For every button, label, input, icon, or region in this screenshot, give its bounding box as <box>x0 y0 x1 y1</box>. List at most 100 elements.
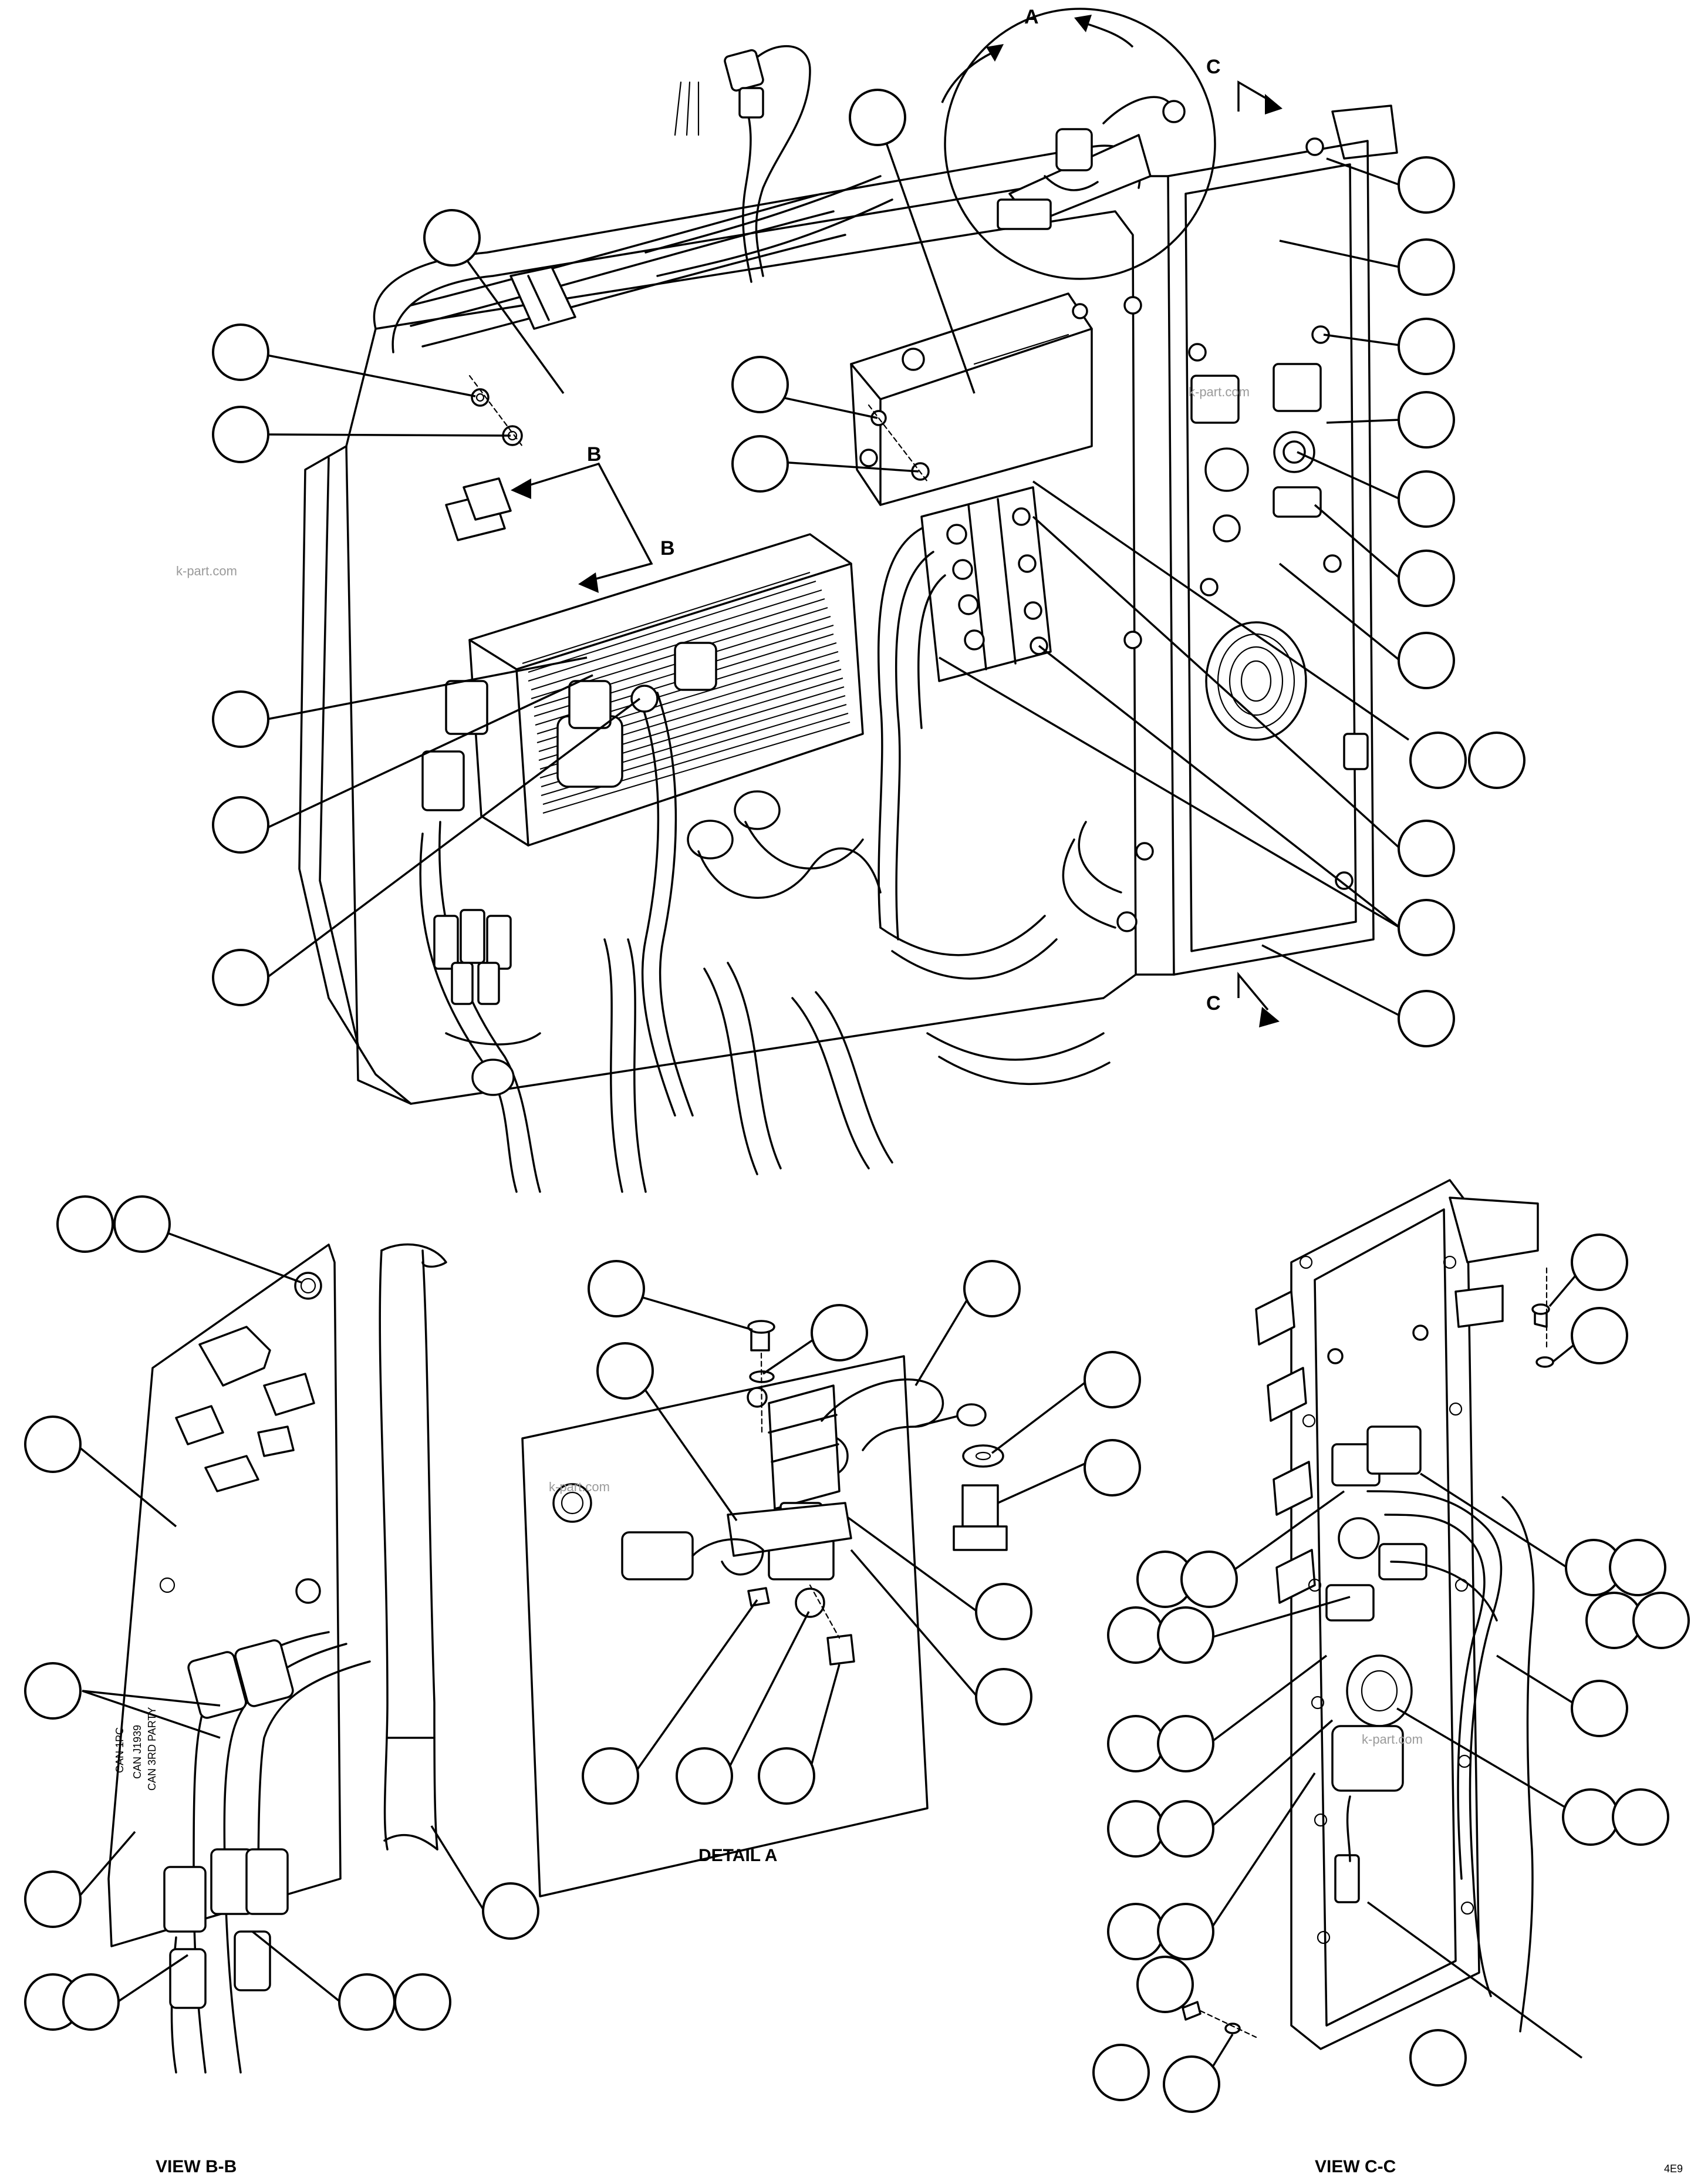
callout-circle <box>1107 1606 1165 1664</box>
callout-circle <box>1398 470 1455 528</box>
callout-circle <box>1632 1592 1690 1649</box>
callout-circle <box>1157 1606 1214 1664</box>
callout-circle <box>423 209 481 267</box>
callout-circle <box>1084 1439 1141 1497</box>
callout-circle <box>56 1195 114 1253</box>
callout-circle <box>1136 1956 1194 2013</box>
callout-circle <box>1092 2044 1150 2101</box>
svg-text:C: C <box>1206 992 1221 1015</box>
callout-circle <box>975 1668 1032 1725</box>
callout-circle <box>1468 732 1526 789</box>
callout-circle <box>1084 1351 1141 1408</box>
callout-circle <box>1398 391 1455 449</box>
callout-circle <box>212 406 269 463</box>
connector-panel <box>1135 105 1398 976</box>
callout-circle <box>1571 1307 1628 1364</box>
callout-circle <box>1409 2029 1467 2087</box>
callout-circle <box>975 1583 1032 1640</box>
callout-circle <box>1612 1788 1669 1846</box>
detail-a-bubble <box>944 8 1216 280</box>
callout-circle <box>1571 1680 1628 1737</box>
callout-circle <box>963 1260 1021 1317</box>
watermark: k-part.com <box>1189 385 1250 399</box>
view-c-frame <box>1290 1179 1480 2050</box>
callout-circle <box>676 1747 733 1805</box>
callout-circle <box>1163 2055 1220 2113</box>
connector-bundle-left <box>433 909 512 1005</box>
watermark: k-part.com <box>549 1479 610 1494</box>
label-can-1pc: CAN 1PC <box>114 1727 126 1773</box>
callout-circle <box>1398 632 1455 689</box>
callout-circle <box>482 1882 539 1940</box>
callout-circle <box>113 1195 171 1253</box>
callout-circle <box>62 1973 120 2031</box>
callout-circle <box>1398 990 1455 1047</box>
caption-detail-a: DETAIL A <box>698 1846 777 1865</box>
caption-view-c: VIEW C-C <box>1315 2157 1396 2176</box>
view-b-callouts <box>24 1195 539 2031</box>
view-c-c: k-part.com <box>1182 1179 1554 2050</box>
callout-circle <box>731 435 789 493</box>
callout-circle <box>1107 1715 1165 1772</box>
view-b-plate <box>107 1243 342 1947</box>
main-assembly-view: A B B C C k-part.com k-part.com <box>176 6 1398 1193</box>
callout-circle <box>596 1342 654 1400</box>
callout-circle <box>338 1973 396 2031</box>
svg-text:C: C <box>1206 56 1221 78</box>
left-side-bracket <box>298 445 412 1105</box>
main-leaders <box>266 126 1409 1017</box>
callout-circle <box>1571 1233 1628 1291</box>
detail-a-view: k-part.com <box>521 1320 1008 1897</box>
callout-circle <box>212 796 269 854</box>
callout-circle <box>1398 550 1455 607</box>
detail-a-plate <box>521 1355 929 1897</box>
callout-circle <box>811 1304 868 1361</box>
callout-circle <box>1562 1788 1619 1846</box>
view-b-connectors <box>163 1639 294 2009</box>
svg-text:A: A <box>1024 6 1039 28</box>
callout-circle <box>1409 732 1467 789</box>
sensor-harness-loop <box>744 45 811 277</box>
label-can-j1939: CAN J1939 <box>131 1725 143 1779</box>
callout-circle <box>1157 1800 1214 1858</box>
callout-circle <box>212 690 269 748</box>
view-c-holes <box>1299 1255 1474 1944</box>
callout-circle <box>1398 238 1455 296</box>
callout-circle <box>1398 820 1455 877</box>
section-marker-c: C C <box>1206 56 1283 1027</box>
callout-circle <box>24 1415 82 1473</box>
section-marker-a: A <box>941 6 1134 103</box>
view-b-b: CAN 1PC CAN J1939 CAN 3RD PARTY <box>107 1243 447 2074</box>
motor-controller <box>421 533 864 847</box>
callout-circle <box>1398 899 1455 956</box>
section-marker-b: B B <box>511 443 675 593</box>
callout-circle <box>1157 1903 1214 1960</box>
callout-circle <box>394 1973 451 2031</box>
view-b-label-strip: CAN 1PC CAN J1939 CAN 3RD PARTY <box>114 1707 158 1791</box>
callout-circle <box>1107 1903 1165 1960</box>
detail-a-callouts <box>582 1260 1141 1805</box>
callout-circle <box>24 1870 82 1928</box>
callout-circle <box>24 1662 82 1720</box>
callout-circle <box>582 1747 639 1805</box>
view-b-leaders <box>78 1232 485 2003</box>
view-c-callouts <box>1092 1233 1690 2113</box>
svg-text:B: B <box>660 537 675 560</box>
callout-circle <box>1609 1539 1666 1596</box>
label-can-3rd-party: CAN 3RD PARTY <box>146 1707 158 1791</box>
fuse-terminal-block <box>920 486 1052 682</box>
callout-circle <box>1398 156 1455 214</box>
speaker-grille <box>1205 621 1307 741</box>
detail-a-leaders <box>633 1296 1090 1771</box>
watermark: k-part.com <box>176 564 237 578</box>
svg-text:B: B <box>587 443 602 466</box>
sheet-code: 4E9 <box>1664 2163 1683 2175</box>
callout-circle <box>212 323 269 381</box>
view-c-connectors <box>1325 1425 1427 1903</box>
harness-clip-top <box>509 266 576 330</box>
callout-circle <box>212 949 269 1006</box>
callout-circle <box>588 1260 645 1317</box>
callout-circle <box>1107 1800 1165 1858</box>
